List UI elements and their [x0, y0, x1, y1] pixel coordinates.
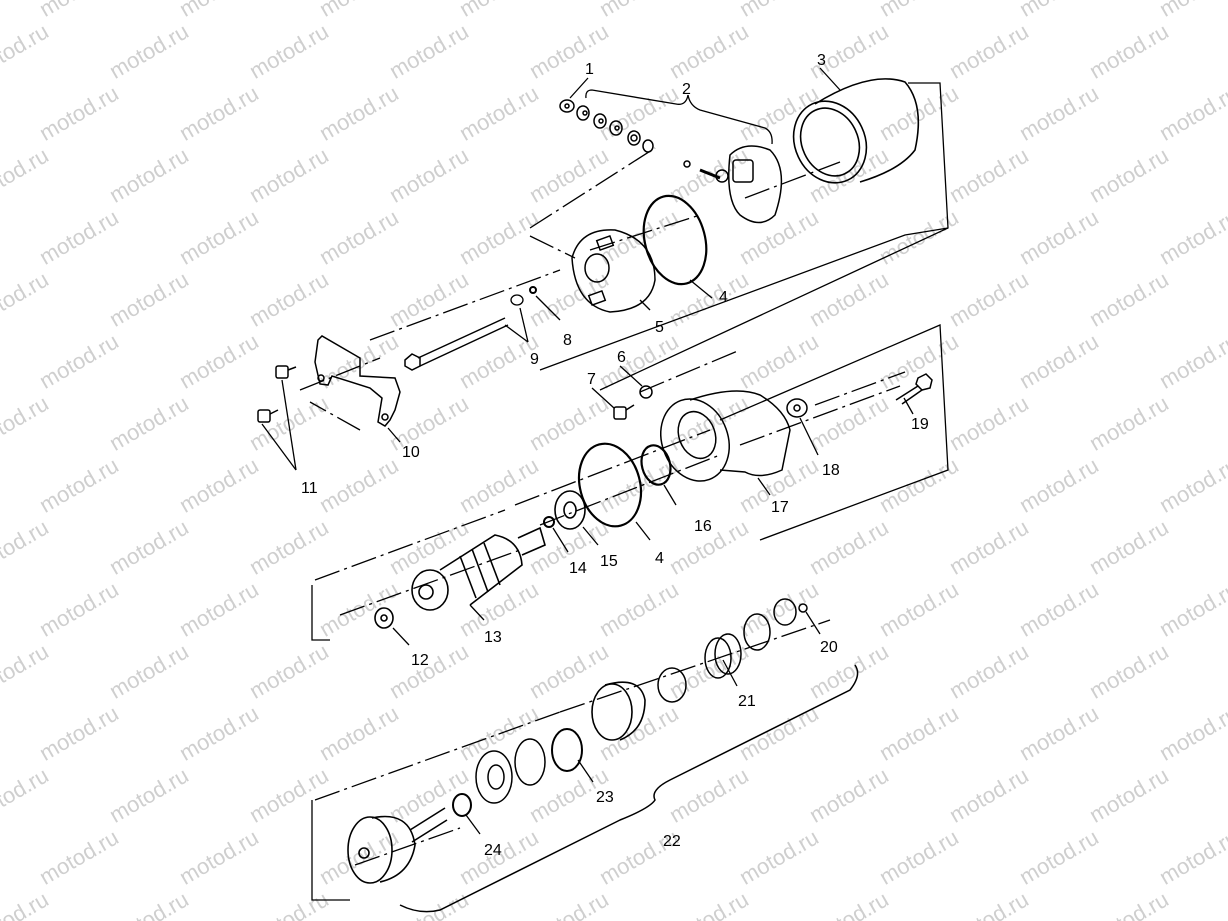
part-23-ring — [551, 728, 583, 772]
callout-14: 14 — [569, 560, 587, 577]
leader-lines — [261, 67, 914, 835]
callout-11: 11 — [301, 480, 318, 497]
callout-19: 19 — [911, 416, 929, 433]
callout-22: 22 — [663, 833, 681, 850]
part-9-bolt — [404, 317, 509, 371]
clutch-parts — [475, 738, 546, 804]
part-16-oring — [640, 444, 672, 486]
part-5-end-cover — [571, 229, 656, 313]
alignment-lines — [299, 147, 906, 866]
part-6-nut — [639, 385, 653, 399]
callout-23: 23 — [596, 789, 614, 806]
part-17-housing — [660, 390, 791, 482]
callout-6: 6 — [617, 349, 626, 366]
callout-9: 9 — [530, 351, 539, 368]
callout-8: 8 — [563, 332, 572, 349]
callout-24: 24 — [484, 842, 502, 859]
part-1-nut — [559, 99, 654, 153]
callout-10: 10 — [402, 444, 420, 461]
callout-16: 16 — [694, 518, 712, 535]
callout-5: 5 — [655, 319, 664, 336]
callout-17: 17 — [771, 499, 789, 516]
part-24-clip — [452, 793, 472, 817]
callout-2: 2 — [682, 81, 691, 98]
part-8-oring — [529, 286, 537, 294]
part-7-bolt — [613, 404, 635, 420]
part-2-brush-holder — [683, 145, 783, 224]
part-21-spring-set — [657, 598, 797, 703]
bracket-2 — [585, 89, 689, 105]
bracket-2-right — [687, 94, 773, 145]
part-13-armature — [411, 526, 546, 611]
bracket-22 — [399, 664, 859, 913]
leader — [689, 279, 713, 299]
frame-lines — [311, 82, 949, 901]
part-11-bolts — [257, 365, 297, 423]
part-20-clip — [798, 603, 808, 613]
part-15-bearing — [554, 490, 586, 530]
callout-15: 15 — [600, 553, 618, 570]
pinion-gear — [591, 681, 646, 741]
callout-4: 4 — [655, 550, 664, 567]
part-19-bolt — [895, 373, 933, 405]
callout-7: 7 — [587, 371, 596, 388]
part-18-washer — [786, 398, 808, 418]
part-3-yoke — [792, 78, 920, 184]
part-4-oring-lower — [577, 442, 643, 528]
part-14-ring — [543, 516, 555, 528]
part-4-oring-upper — [642, 194, 708, 286]
callout-4: 4 — [719, 289, 728, 306]
callout-20: 20 — [820, 639, 838, 656]
reduction-gear-shaft — [347, 807, 448, 884]
part-10-bracket — [314, 335, 401, 427]
callout-18: 18 — [822, 462, 840, 479]
callout-12: 12 — [411, 652, 429, 669]
callout-13: 13 — [484, 629, 502, 646]
part-12-bushing — [374, 607, 394, 629]
callout-1: 1 — [585, 61, 594, 78]
part-9-washer — [510, 294, 524, 306]
callout-3: 3 — [817, 52, 826, 69]
callout-21: 21 — [738, 693, 756, 710]
